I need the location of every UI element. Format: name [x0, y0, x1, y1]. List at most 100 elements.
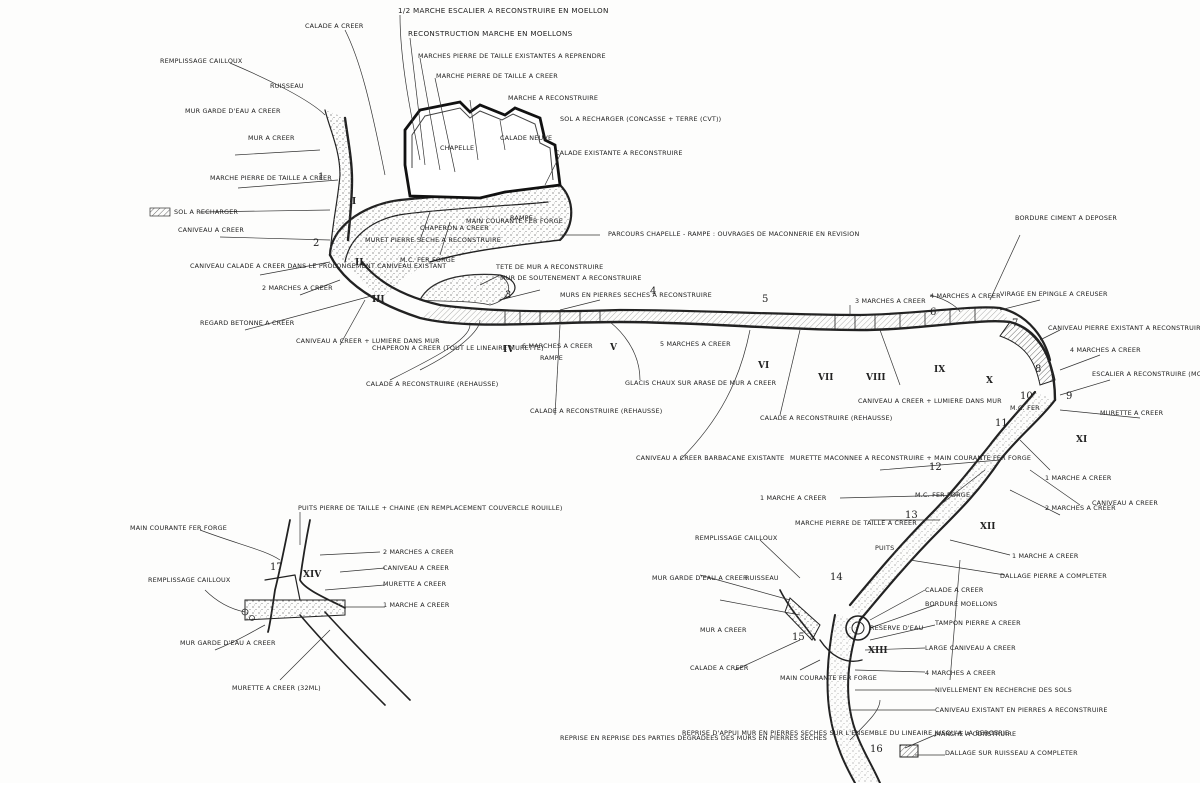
note-quatre-marches-top: 4 MARCHES A CREER	[930, 292, 1001, 300]
note-trois-marches: 3 MARCHES A CREER	[855, 297, 926, 305]
point-13: 13	[905, 510, 918, 521]
chapel-building: CHAPELLE CALADE NEUVE	[403, 100, 562, 200]
note-deux-marches-right: 2 MARCHES A CREER	[1045, 504, 1116, 512]
point-4: 4	[650, 286, 656, 297]
note-caniveau-creer-right: CANIVEAU A CREER	[1092, 499, 1158, 507]
note-quatre-marches-right: 4 MARCHES A CREER	[1070, 346, 1141, 354]
point-11: 11	[995, 418, 1008, 429]
note-chaperon-creer-1: CHAPERON A CREER	[420, 224, 489, 232]
note-une-marche-mid: 1 MARCHE A CREER	[760, 494, 827, 502]
chapel-label: CHAPELLE	[440, 144, 474, 152]
note-parcours: PARCOURS CHAPELLE - RAMPE : OUVRAGES DE …	[608, 230, 859, 238]
note-puits: PUITS	[875, 544, 894, 552]
section-VIII: VIII	[865, 373, 886, 383]
note-calade-rehausse-1: CALADE A RECONSTRUIRE (REHAUSSE)	[366, 380, 498, 388]
point-6: 6	[930, 307, 936, 318]
note-marche-construire: MARCHE A CONSTRUIRE	[935, 730, 1016, 738]
note-nivellement: NIVELLEMENT EN RECHERCHE DES SOLS	[935, 686, 1072, 694]
note-calade-existante: CALADE EXISTANTE A RECONSTRUIRE	[555, 149, 683, 157]
point-9: 9	[1066, 391, 1072, 402]
section-IX: IX	[934, 365, 945, 375]
section-IV: IV	[503, 345, 515, 355]
legend-swatch	[149, 207, 171, 217]
note-puits-pierre: PUITS PIERRE DE TAILLE + CHAINE (EN REMP…	[298, 504, 563, 512]
note-large-caniveau: LARGE CANIVEAU A CREER	[925, 644, 1016, 652]
note-bordure-moellons: BORDURE MOELLONS	[925, 600, 997, 608]
point-8: 8	[1035, 364, 1041, 375]
point-numbers: 1 2 3 4 5 6 7 8 9 10 11 12 13 14 15 16 1…	[270, 172, 1072, 755]
note-mur-soutenement: MUR DE SOUTENEMENT A RECONSTRUIRE	[500, 274, 642, 282]
note-ruisseau-b: RUISSEAU	[745, 574, 779, 582]
note-caniveau-pierre: CANIVEAU PIERRE EXISTANT A RECONSTRUIRE	[1048, 324, 1200, 332]
note-une-marche-low: 1 MARCHE A CREER	[1012, 552, 1079, 560]
note-main-courante-b: MAIN COURANTE FER FORGE	[780, 674, 877, 682]
note-sol-recharger-left: SOL A RECHARGER	[174, 208, 238, 216]
note-reserve-eau: RESERVE D'EAU	[870, 624, 924, 632]
section-XI: XI	[1076, 435, 1087, 445]
section-XIV: XIV	[303, 570, 322, 580]
section-X: X	[986, 376, 993, 386]
note-escalier-reconstruire: ESCALIER A RECONSTRUIRE (MONOBLOCS)	[1092, 370, 1200, 378]
note-cinq-marches: 5 MARCHES A CREER	[660, 340, 731, 348]
calade-neuve-label: CALADE NEUVE	[500, 134, 552, 142]
section-VI: VI	[757, 361, 769, 371]
note-caniveau-creer-left: CANIVEAU A CREER	[178, 226, 244, 234]
main-path	[328, 183, 1057, 784]
point-1: 1	[318, 172, 324, 183]
note-reconstruction-marche: RECONSTRUCTION MARCHE EN MOELLONS	[408, 29, 573, 38]
section-I: I	[352, 197, 356, 207]
note-une-marche-right: 1 MARCHE A CREER	[1045, 474, 1112, 482]
note-caniveau-barbacane: CANIVEAU A CREER BARBACANE EXISTANTE	[636, 454, 784, 462]
note-calade-creer-b2: CALADE A CREER	[690, 664, 749, 672]
note-tete-mur: TETE DE MUR A RECONSTRUIRE	[495, 263, 603, 271]
section-III: III	[372, 295, 385, 305]
section-markers: I II III IV V VI VII VIII IX X XI XII XI…	[303, 197, 1087, 656]
note-glacis: GLACIS CHAUX SUR ARASE DE MUR A CREER	[625, 379, 777, 387]
note-rampe-mid: RAMPE	[540, 354, 563, 362]
note-quatre-marches-b: 4 MARCHES A CREER	[925, 669, 996, 677]
note-marche-pierre-taille: MARCHE PIERRE DE TAILLE A CREER	[436, 72, 558, 80]
note-remplissage-cailloux: REMPLISSAGE CAILLOUX	[160, 57, 243, 65]
note-calade-rehausse-2: CALADE A RECONSTRUIRE (REHAUSSE)	[530, 407, 662, 415]
point-16: 16	[870, 744, 883, 755]
note-marche-pierre-taille-b: MARCHE PIERRE DE TAILLE A CREER	[795, 519, 917, 527]
note-mur-garde-b: MUR GARDE D'EAU A CREER	[652, 574, 748, 582]
section-VII: VII	[817, 373, 833, 383]
note-caniveau-inset: CANIVEAU A CREER	[383, 564, 449, 572]
note-ruisseau: RUISSEAU	[270, 82, 304, 90]
note-virage-epingle: VIRAGE EN EPINGLE A CREUSER	[1000, 290, 1108, 298]
note-dallage-ruisseau: DALLAGE SUR RUISSEAU A COMPLETER	[945, 749, 1078, 757]
stream-and-wall	[149, 109, 354, 256]
point-3: 3	[505, 290, 511, 301]
note-remplissage-b: REMPLISSAGE CAILLOUX	[695, 534, 778, 542]
note-calade-creer-b: CALADE A CREER	[925, 586, 984, 594]
note-reprise-base: REPRISE EN REPRISE DES PARTIES DEGRADEES…	[560, 734, 827, 742]
note-six-marches: 6 MARCHES A CREER	[522, 342, 593, 350]
note-marches-creer-2: 2 MARCHES A CREER	[262, 284, 333, 292]
note-chaperon-creer-2: CHAPERON A CREER (TOUT LE LINEAIRE MURET…	[372, 344, 544, 352]
point-10: 10	[1020, 391, 1033, 402]
section-II: II	[355, 258, 363, 268]
note-mur-garde-eau: MUR GARDE D'EAU A CREER	[185, 107, 281, 115]
note-main-courante-inset: MAIN COURANTE FER FORGE	[130, 524, 227, 532]
note-rampe-top: RAMPE	[510, 214, 533, 222]
section-XIII: XIII	[868, 646, 888, 656]
point-7: 7	[1012, 318, 1018, 329]
note-deux-marches-inset: 2 MARCHES A CREER	[383, 548, 454, 556]
point-12: 12	[929, 462, 942, 473]
note-mur-a-creer: MUR A CREER	[248, 134, 295, 142]
note-caniveau-existant: CANIVEAU EXISTANT EN PIERRES A RECONSTRU…	[935, 706, 1108, 714]
note-marche-escalier: 1/2 MARCHE ESCALIER A RECONSTRUIRE EN MO…	[398, 6, 609, 15]
note-marche-pierre-taille-left: MARCHE PIERRE DE TAILLE A CREER	[210, 174, 332, 182]
note-caniveau-lumiere: CANIVEAU A CREER + LUMIERE DANS MUR	[296, 337, 440, 345]
note-regard-betonne: REGARD BETONNE A CREER	[200, 319, 295, 327]
note-murette-maconnee: MURETTE MACONNEE A RECONSTRUIRE + MAIN C…	[790, 454, 1031, 462]
annotations: CALADE A CREER 1/2 MARCHE ESCALIER A REC…	[130, 6, 1200, 757]
point-2: 2	[313, 238, 319, 249]
note-caniveau-calade: CANIVEAU CALADE A CREER DANS LE PROLONGE…	[190, 262, 446, 270]
note-calade-rehausse-3: CALADE A RECONSTRUIRE (REHAUSSE)	[760, 414, 892, 422]
note-tampon: TAMPON PIERRE A CREER	[934, 619, 1021, 627]
note-murs-pierres-seches: MURS EN PIERRES SECHES A RECONSTRUIRE	[560, 291, 712, 299]
